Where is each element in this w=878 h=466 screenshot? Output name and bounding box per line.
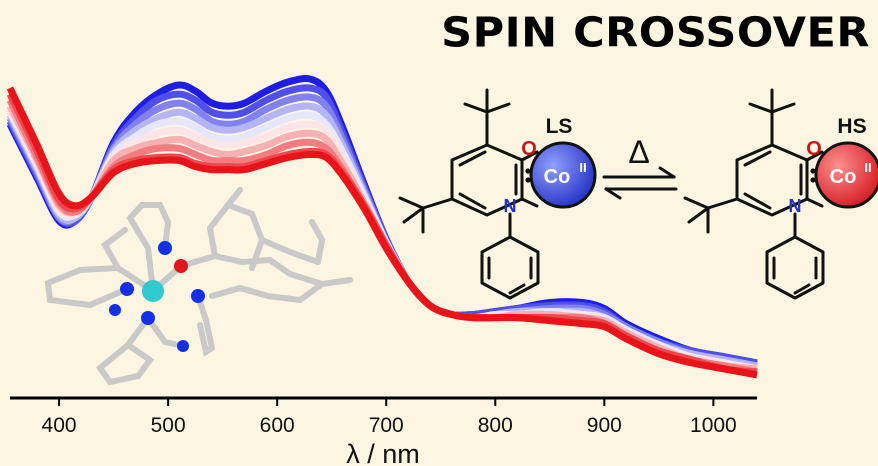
cobalt-atom bbox=[142, 280, 164, 302]
hs-nitrogen-label: N bbox=[789, 196, 802, 216]
ls-metal-label: Co bbox=[544, 166, 571, 188]
hs-metal-label: Co bbox=[830, 166, 857, 188]
x-tick-label: 800 bbox=[478, 414, 513, 437]
x-tick-label: 400 bbox=[42, 414, 77, 437]
title: SPIN CROSSOVER bbox=[441, 9, 870, 57]
spectra-series-layer bbox=[6, 75, 758, 379]
x-tick-label: 700 bbox=[369, 414, 404, 437]
ls-cobalt-sphere bbox=[529, 141, 597, 209]
hs-state-label: HS bbox=[837, 115, 866, 138]
x-ticks-layer: 400 500 600 700 800 900 1000 bbox=[42, 398, 737, 437]
nitrogen-atom bbox=[158, 241, 172, 255]
equilibrium-label: Δ bbox=[628, 134, 649, 170]
x-tick-label: 1000 bbox=[690, 414, 737, 437]
hs-oxygen-label: O bbox=[806, 138, 822, 160]
hs-cobalt-sphere bbox=[814, 141, 878, 209]
x-tick-label: 500 bbox=[151, 414, 186, 437]
nitrogen-atom bbox=[120, 282, 134, 296]
ls-oxygen-label: O bbox=[521, 138, 537, 160]
nitrogen-atom bbox=[191, 289, 205, 303]
x-tick-label: 900 bbox=[587, 414, 622, 437]
x-tick-label: 600 bbox=[260, 414, 295, 437]
oxygen-atom bbox=[174, 259, 188, 273]
ls-oxidation-label: II bbox=[579, 160, 586, 175]
x-axis-label: λ / nm bbox=[346, 439, 420, 466]
hs-complex-structure bbox=[683, 88, 843, 300]
nitrogen-atom bbox=[177, 340, 189, 352]
nitrogen-atom bbox=[141, 311, 155, 325]
spectrum-series-line bbox=[6, 86, 758, 379]
hs-oxidation-label: II bbox=[864, 160, 871, 175]
ls-state-label: LS bbox=[546, 115, 573, 138]
nitrogen-atom bbox=[109, 304, 121, 316]
equilibrium-arrows bbox=[602, 166, 678, 200]
ls-nitrogen-label: N bbox=[504, 196, 517, 216]
ls-complex-structure bbox=[398, 88, 558, 300]
heteroatoms bbox=[109, 241, 205, 352]
